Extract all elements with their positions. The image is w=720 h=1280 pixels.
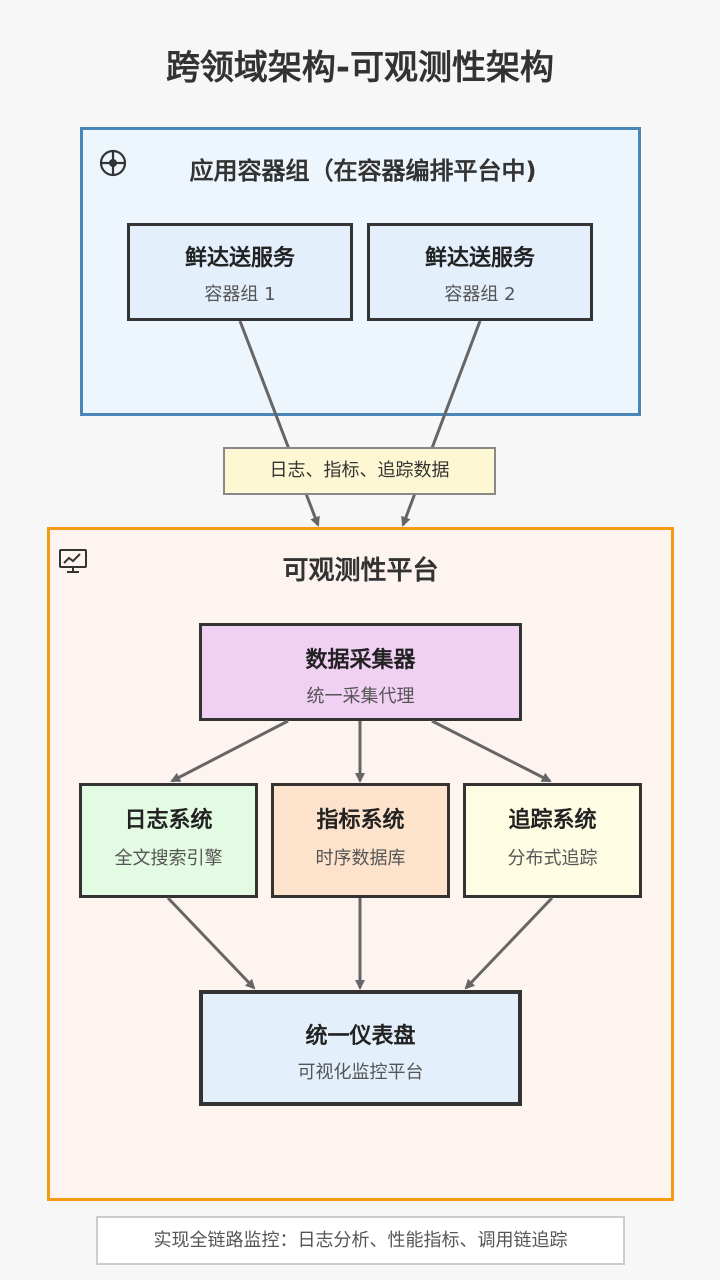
metrics-system[interactable]: 指标系统 时序数据库: [271, 783, 450, 898]
crosshair-icon: [98, 148, 128, 182]
dashboard-name: 统一仪表盘: [305, 1024, 416, 1049]
collector-sub: 统一采集代理: [306, 686, 415, 707]
service-name: 鲜达送服务: [424, 246, 535, 271]
monitor-chart-icon: [58, 548, 88, 578]
metrics-sub: 时序数据库: [315, 848, 406, 869]
dashboard-sub: 可视化监控平台: [297, 1062, 424, 1083]
arrow-collector-to-logs: [170, 719, 289, 783]
arrow-logs-to-dashboard: [166, 896, 256, 990]
service-pod-label: 容器组 1: [204, 284, 276, 305]
logs-sub: 全文搜索引擎: [114, 848, 223, 869]
service-name: 鲜达送服务: [184, 246, 295, 271]
traces-system[interactable]: 追踪系统 分布式追踪: [463, 783, 642, 898]
logs-system[interactable]: 日志系统 全文搜索引擎: [79, 783, 258, 898]
obs-group-title: 可观测性平台: [282, 556, 439, 586]
footer-caption: 实现全链路监控：日志分析、性能指标、调用链追踪: [96, 1216, 625, 1265]
arrow-traces-to-dashboard: [464, 896, 554, 990]
page-title: 跨领域架构-可观测性架构: [165, 48, 555, 88]
traces-sub: 分布式追踪: [507, 848, 598, 869]
logs-name: 日志系统: [124, 808, 213, 833]
service-pod-2[interactable]: 鲜达送服务 容器组 2: [367, 223, 593, 321]
data-flow-label: 日志、指标、追踪数据: [223, 447, 496, 495]
metrics-name: 指标系统: [316, 808, 405, 833]
service-pod-label: 容器组 2: [444, 284, 516, 305]
app-group-title: 应用容器组（在容器编排平台中): [189, 157, 537, 185]
traces-name: 追踪系统: [508, 808, 597, 833]
arrow-collector-to-traces: [431, 719, 552, 783]
unified-dashboard[interactable]: 统一仪表盘 可视化监控平台: [199, 990, 522, 1106]
data-collector[interactable]: 数据采集器 统一采集代理: [199, 623, 522, 721]
service-pod-1[interactable]: 鲜达送服务 容器组 1: [127, 223, 353, 321]
collector-name: 数据采集器: [305, 648, 416, 673]
